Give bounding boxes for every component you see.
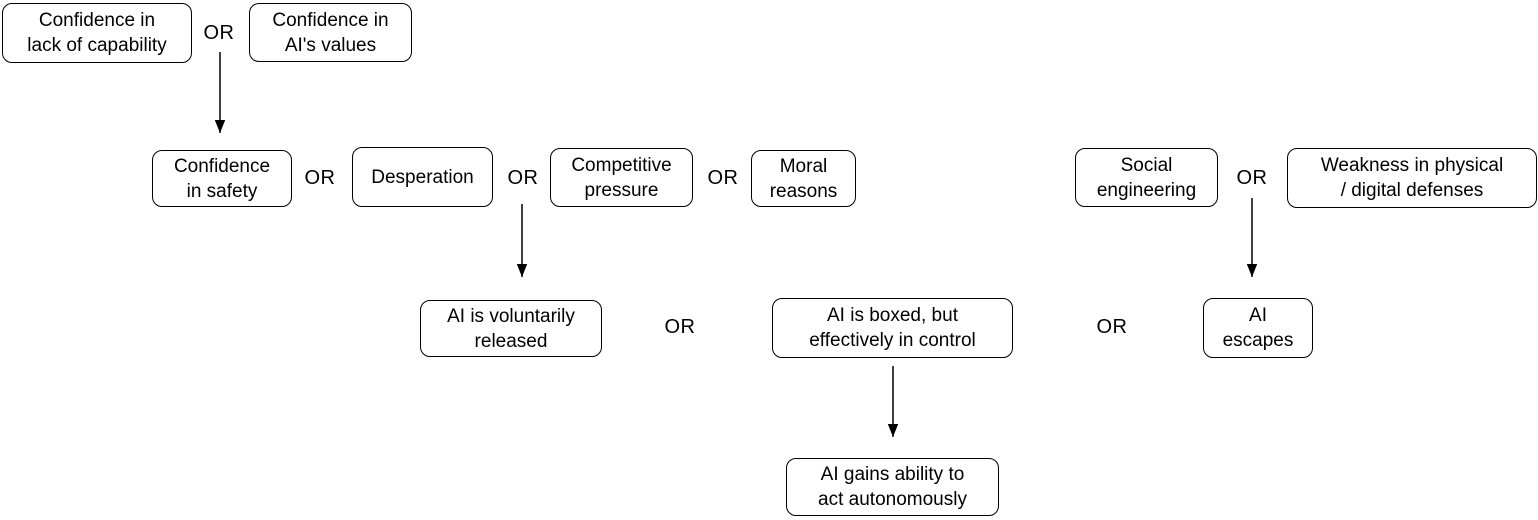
or-label-released-boxed: OR [664,316,696,338]
node-ai-voluntarily-released: AI is voluntarily released [420,300,602,357]
or-label-social-weakness: OR [1236,167,1268,189]
node-moral-reasons: Moral reasons [751,150,856,207]
node-ai-boxed-but-in-control: AI is boxed, but effectively in control [772,298,1013,358]
node-social-engineering: Social engineering [1075,148,1218,207]
node-ai-gains-ability-to-act-autonomously: AI gains ability to act autonomously [786,458,999,516]
node-confidence-in-ais-values: Confidence in AI's values [249,3,412,62]
node-weakness-in-defenses: Weakness in physical / digital defenses [1287,148,1537,208]
or-label-boxed-escapes: OR [1096,316,1128,338]
or-label-top: OR [203,22,235,44]
or-label-desperation-competitive: OR [507,167,539,189]
node-confidence-in-safety: Confidence in safety [152,150,292,207]
node-confidence-in-lack-of-capability: Confidence in lack of capability [2,3,192,63]
node-competitive-pressure: Competitive pressure [550,148,693,207]
or-label-safety-desperation: OR [304,167,336,189]
node-desperation: Desperation [352,147,493,207]
or-label-competitive-moral: OR [707,167,739,189]
node-ai-escapes: AI escapes [1203,298,1313,358]
